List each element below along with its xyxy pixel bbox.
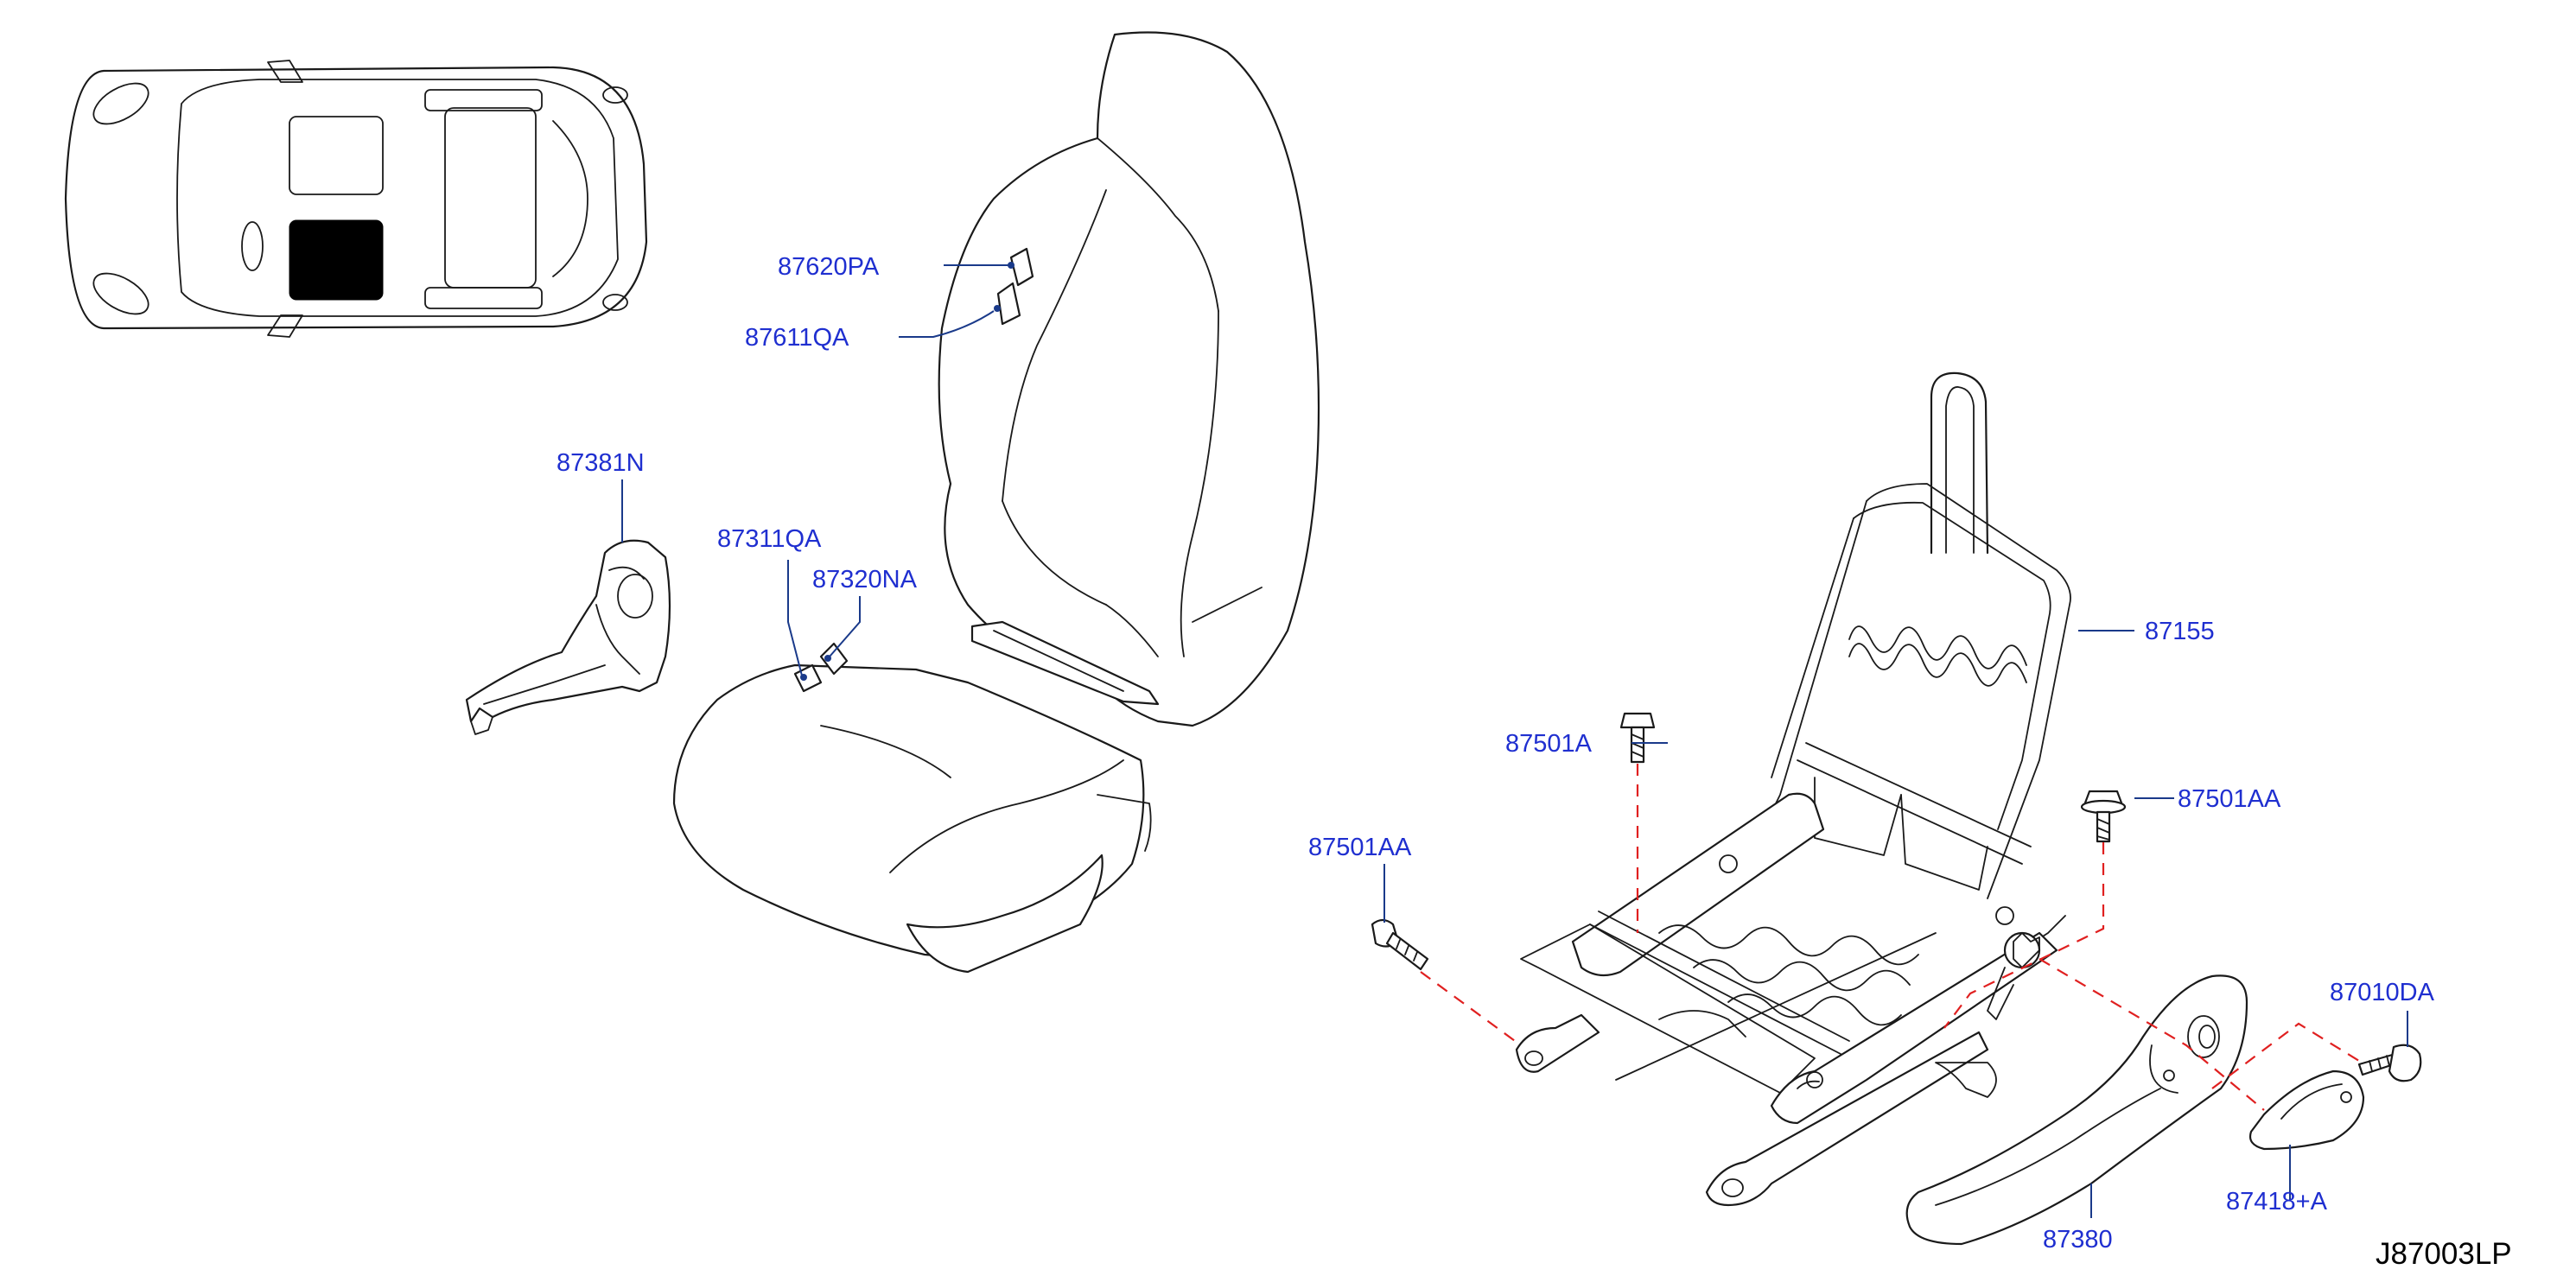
callout-87010da[interactable]: 87010DA <box>2330 979 2435 1006</box>
seat-cushion-icon <box>672 663 1152 974</box>
bolt-87501a-icon <box>1619 712 1656 764</box>
seat-back-trim-icon <box>938 31 1320 727</box>
callout-87501aa-right[interactable]: 87501AA <box>2178 785 2281 813</box>
recliner-knob-icon <box>2248 1069 2365 1151</box>
callout-87381n[interactable]: 87381N <box>557 449 645 477</box>
vehicle-locator-icon <box>64 60 648 338</box>
screw-87010da-icon <box>2357 1044 2422 1082</box>
leader-lines <box>621 262 2408 1218</box>
callout-87380[interactable]: 87380 <box>2043 1226 2113 1253</box>
bolt-87501aa-right-icon <box>2080 790 2127 843</box>
seat-side-cover-icon <box>1905 974 2248 1246</box>
callout-87611qa[interactable]: 87611QA <box>745 324 849 352</box>
callout-87418a[interactable]: 87418+A <box>2226 1188 2328 1215</box>
callout-labels: 87620PA 87611QA 87381N 87311QA 87320NA 8… <box>557 253 2435 1253</box>
cushion-side-bracket-icon <box>465 539 671 735</box>
callout-87501a[interactable]: 87501A <box>1505 730 1593 758</box>
seat-frame-icon <box>1515 371 2071 1207</box>
bolt-87501aa-left-icon <box>1371 918 1429 971</box>
seat-location-highlight <box>289 219 384 301</box>
seat-back-hook-icon <box>996 247 1034 326</box>
callout-87155[interactable]: 87155 <box>2145 618 2215 645</box>
assembly-lines <box>1420 764 2360 1111</box>
callout-87311qa[interactable]: 87311QA <box>717 525 822 553</box>
callout-87320na[interactable]: 87320NA <box>812 566 918 593</box>
callout-87620pa[interactable]: 87620PA <box>778 253 880 281</box>
diagram-id: J87003LP <box>2376 1237 2512 1271</box>
callout-87501aa-left[interactable]: 87501AA <box>1308 834 1412 861</box>
